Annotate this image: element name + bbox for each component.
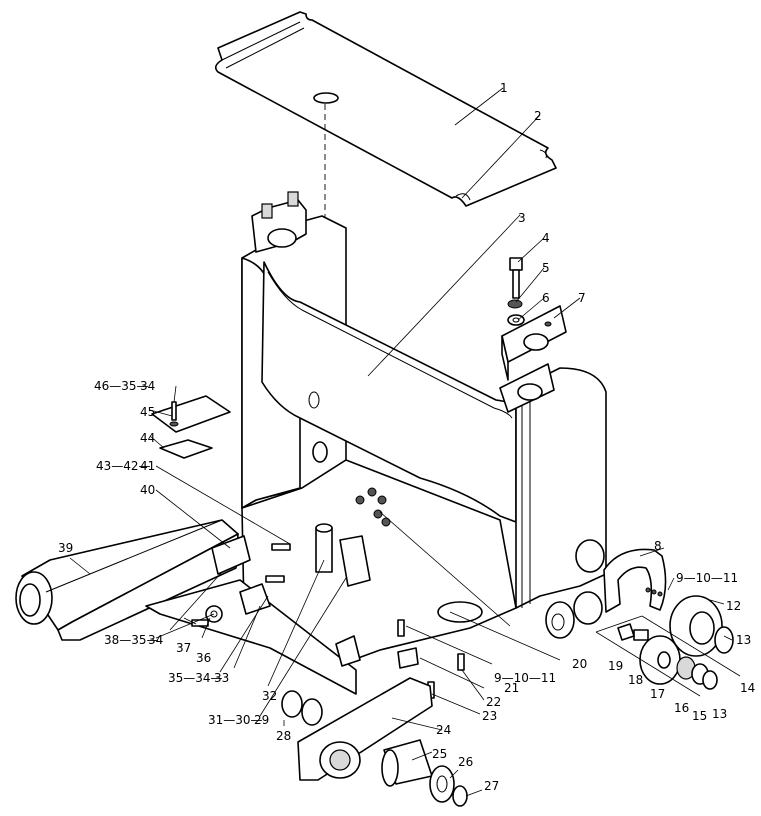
callout-43-42: 43—42— xyxy=(96,459,151,473)
callout-38-35: 38—35— xyxy=(104,633,159,647)
callout-16: 16 xyxy=(674,701,689,715)
part-20-roller-assembly xyxy=(437,539,605,639)
callout-34-arm: 34 xyxy=(148,633,163,647)
callout-23: 23 xyxy=(482,709,497,723)
callout-36: 36 xyxy=(196,651,211,665)
callout-15: 15 xyxy=(692,709,707,723)
callout-4: 4 xyxy=(542,231,550,245)
callout-27: 27 xyxy=(484,779,499,793)
part-33-bracket xyxy=(239,583,271,615)
part-28-bearings xyxy=(281,690,323,726)
callout-9-10-11-upper: 9—10—11 xyxy=(676,571,738,585)
callout-3: 3 xyxy=(518,211,526,225)
part-8-curved-guard xyxy=(603,548,667,613)
callout-35-34: 35—34— xyxy=(168,671,223,685)
part-17-roller xyxy=(639,635,681,685)
callout-31-30: 31—30— xyxy=(208,713,263,727)
callout-32: 32 xyxy=(262,689,277,703)
part-32-cylinder xyxy=(315,523,333,573)
callout-12: 12 xyxy=(726,599,741,613)
part-13-ring xyxy=(714,626,734,654)
callout-40: 40 xyxy=(140,483,155,497)
callout-21: 21 xyxy=(504,681,519,695)
callout-6: 6 xyxy=(542,291,550,305)
callout-28: 28 xyxy=(276,729,291,743)
callout-2: 2 xyxy=(534,109,542,123)
callout-8: 8 xyxy=(654,539,662,553)
part-18-pin xyxy=(633,629,649,641)
part-1-cover-plate xyxy=(214,11,557,207)
part-13-ring-lower xyxy=(702,670,718,690)
callout-18: 18 xyxy=(628,673,643,687)
callout-13-upper: 13 xyxy=(736,633,751,647)
callout-46-35: 46—35— xyxy=(94,379,149,393)
part-7-clamp-block xyxy=(501,305,567,381)
callout-13-lower: 13 xyxy=(712,707,727,721)
callout-7: 7 xyxy=(578,291,586,305)
callout-29: 29 xyxy=(254,713,269,727)
part-24-lower-arm xyxy=(297,677,433,781)
callout-26: 26 xyxy=(458,755,473,769)
part-45-screw xyxy=(169,401,179,427)
callout-labels: 1 2 3 4 5 6 7 8 9—10—11 12 13 14 13 15 1… xyxy=(58,81,755,793)
leader-lines xyxy=(69,87,733,797)
callout-17: 17 xyxy=(650,687,665,701)
part-5-washer xyxy=(507,299,523,309)
part-6-washer xyxy=(507,314,525,326)
callout-37: 37 xyxy=(176,641,191,655)
part-27-ring xyxy=(452,785,468,807)
callout-24: 24 xyxy=(436,723,451,737)
callout-33: 33 xyxy=(214,671,229,685)
callout-25: 25 xyxy=(432,747,447,761)
part-26-bearing xyxy=(429,765,455,803)
part-25-shaft xyxy=(381,739,433,787)
part-44-plate xyxy=(151,395,231,459)
part-39-arm xyxy=(15,519,239,641)
callout-9-10-11-lower: 9—10—11 xyxy=(494,671,556,685)
callout-14: 14 xyxy=(740,681,755,695)
part-12-wheel xyxy=(669,595,723,657)
part-3-main-frame xyxy=(241,191,607,673)
callout-34-top: 34 xyxy=(140,379,155,393)
callout-1: 1 xyxy=(500,81,508,95)
callout-45: 45 xyxy=(140,405,155,419)
callout-44: 44 xyxy=(140,431,155,445)
callout-41: 41 xyxy=(140,459,155,473)
part-40-bracket xyxy=(211,535,251,575)
callout-39: 39 xyxy=(58,541,73,555)
part-4-bolt xyxy=(509,257,523,299)
callout-22: 22 xyxy=(486,695,501,709)
callout-20: 20 xyxy=(572,657,587,671)
callout-5: 5 xyxy=(542,261,550,275)
callout-19: 19 xyxy=(608,659,623,673)
part-19-nut xyxy=(617,623,635,641)
